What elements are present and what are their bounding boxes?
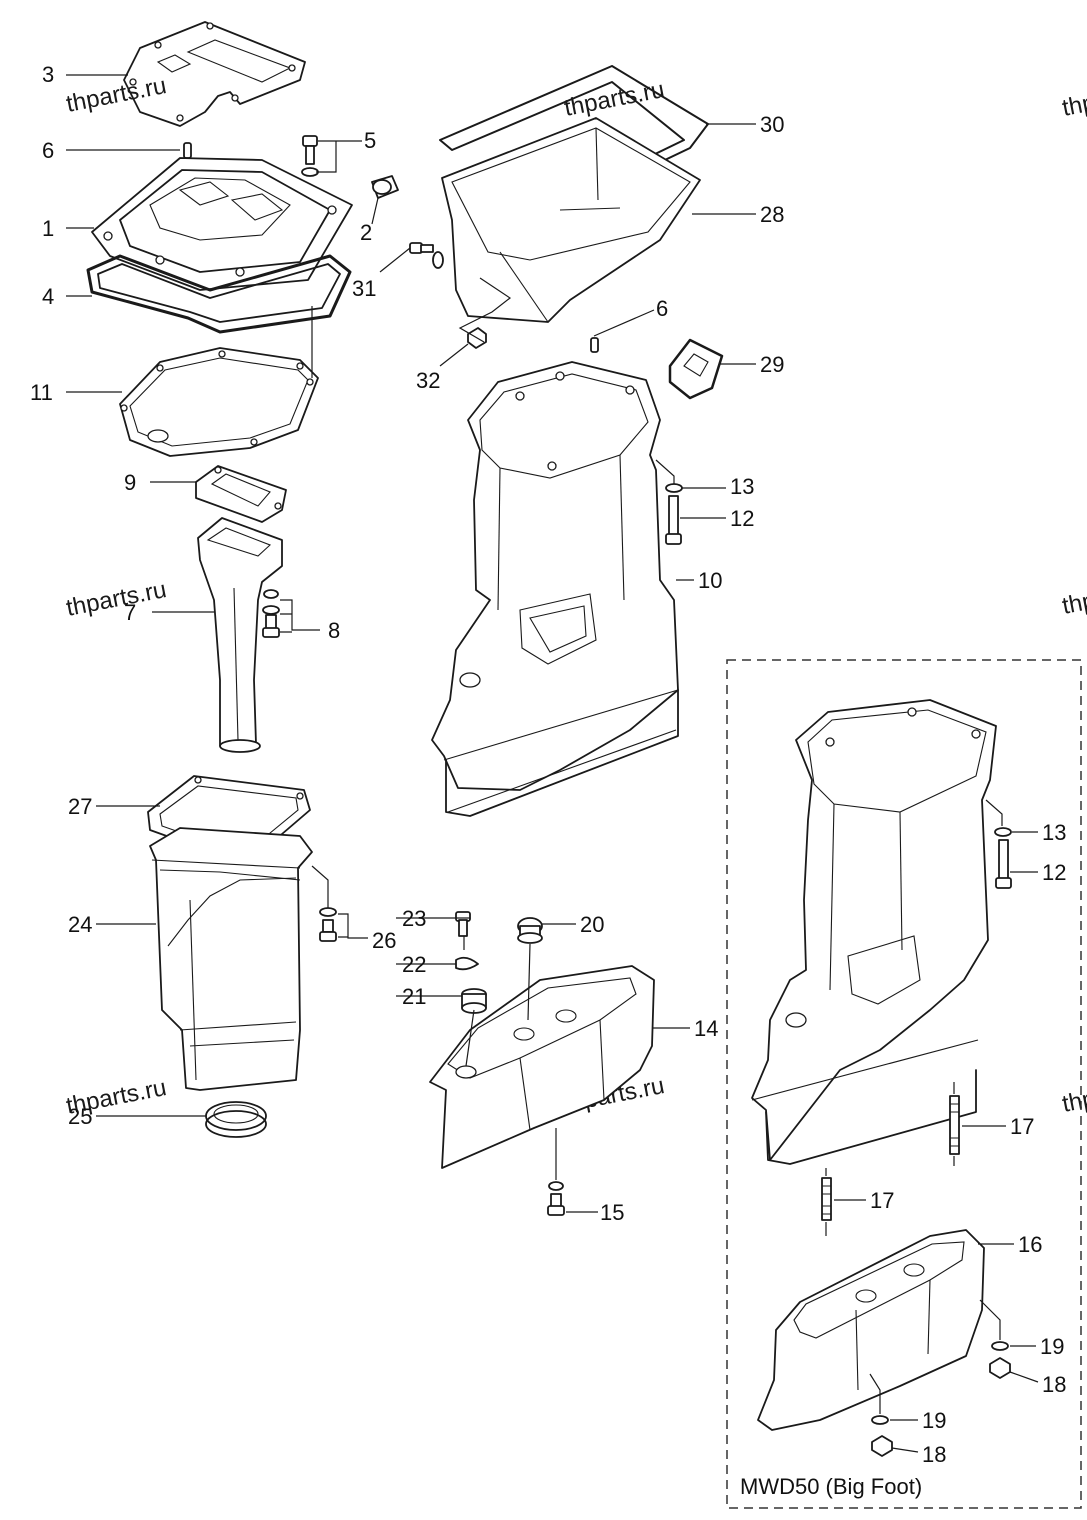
callout-23: 23 [402, 906, 426, 931]
part-26-bolt-washer [319, 907, 337, 942]
part-28-upper-cover [441, 117, 701, 323]
variant-label: MWD50 (Big Foot) [740, 1474, 922, 1499]
part-12-bolt-bigfoot [995, 839, 1012, 889]
part-25-seal-ring [205, 1101, 267, 1138]
part-1-exhaust-guide [91, 157, 353, 291]
part-19-washer-a [991, 1341, 1009, 1351]
callout-18-b: 18 [922, 1442, 946, 1467]
part-29-mount [668, 338, 724, 400]
callout-25: 25 [68, 1104, 92, 1129]
part-10-upper-casing [431, 361, 679, 817]
watermark-9: thparts.ru [1060, 1072, 1087, 1118]
callout-15: 15 [600, 1200, 624, 1225]
part-6-dowel-pin-center [590, 337, 599, 353]
callout-26: 26 [372, 928, 396, 953]
callout-6-center: 6 [656, 296, 668, 321]
callout-24: 24 [68, 912, 92, 937]
part-3-gasket [123, 21, 306, 127]
callout-3: 3 [42, 62, 54, 87]
callout-2: 2 [360, 220, 372, 245]
callout-19-a: 19 [1040, 1334, 1064, 1359]
callout-13-bigfoot: 13 [1042, 820, 1066, 845]
part-13-washer-bigfoot [994, 827, 1012, 837]
callout-11: 11 [30, 380, 53, 405]
callout-17-a: 17 [1010, 1114, 1034, 1139]
callout-32: 32 [416, 368, 440, 393]
part-16-extension-bigfoot [757, 1229, 985, 1431]
callout-31: 31 [352, 276, 376, 301]
callout-13-center: 13 [730, 474, 754, 499]
callout-labels: 3 6 5 1 2 4 31 11 32 9 7 8 27 24 26 25 3… [30, 62, 1066, 1467]
callout-19-b: 19 [922, 1408, 946, 1433]
part-11-gasket [119, 347, 319, 457]
part-19-washer-b [871, 1415, 889, 1425]
callout-10: 10 [698, 568, 722, 593]
callout-6-top: 6 [42, 138, 54, 163]
callout-12-bigfoot: 12 [1042, 860, 1066, 885]
part-4-seal [86, 254, 352, 334]
part-21-plug [461, 988, 487, 1014]
part-12-bolt-center [665, 495, 682, 545]
callout-20: 20 [580, 912, 604, 937]
watermark-1: thparts.ru [64, 72, 169, 118]
part-18-nut-b [871, 1435, 893, 1457]
part-2-grommet [371, 175, 399, 199]
callout-22: 22 [402, 952, 426, 977]
callout-28: 28 [760, 202, 784, 227]
callout-30: 30 [760, 112, 784, 137]
part-10-upper-casing-bigfoot [751, 699, 997, 1165]
watermark-6: thparts.ru [1060, 574, 1087, 620]
part-24-muffler [149, 827, 313, 1091]
callout-12-center: 12 [730, 506, 754, 531]
part-17-stud-b [821, 1177, 832, 1221]
variant-dashed-box [726, 659, 1082, 1509]
callout-27: 27 [68, 794, 92, 819]
part-6-dowel-pin-top [183, 142, 192, 159]
part-23-screw [455, 911, 471, 937]
part-18-nut-a [989, 1357, 1011, 1379]
callout-1: 1 [42, 216, 54, 241]
callout-21: 21 [402, 984, 426, 1009]
part-8-bolts-washers [262, 589, 280, 638]
part-5-bolt-washer [301, 135, 319, 177]
part-9-gasket [195, 465, 287, 523]
callout-9: 9 [124, 470, 136, 495]
part-31-bolt-washer [409, 242, 444, 269]
callout-4: 4 [42, 284, 54, 309]
callout-29: 29 [760, 352, 784, 377]
callout-17-b: 17 [870, 1188, 894, 1213]
watermark-4: thparts.ru [64, 576, 169, 622]
callout-14: 14 [694, 1016, 718, 1041]
callout-5: 5 [364, 128, 376, 153]
part-22-clip [455, 956, 479, 971]
watermark-3: thparts.ru [1060, 76, 1087, 122]
callout-16: 16 [1018, 1232, 1042, 1257]
part-17-stud-a [949, 1095, 960, 1155]
part-7-exhaust-pipe [197, 517, 283, 753]
part-14-extension [429, 965, 655, 1169]
part-15-bolt-washer [547, 1181, 565, 1216]
callout-8: 8 [328, 618, 340, 643]
part-13-washer-center [665, 483, 683, 493]
callout-7: 7 [124, 600, 136, 625]
part-27-gasket [147, 775, 311, 849]
leader-lines [66, 74, 1039, 1453]
callout-18-a: 18 [1042, 1372, 1066, 1397]
part-20-grommet [517, 917, 543, 944]
